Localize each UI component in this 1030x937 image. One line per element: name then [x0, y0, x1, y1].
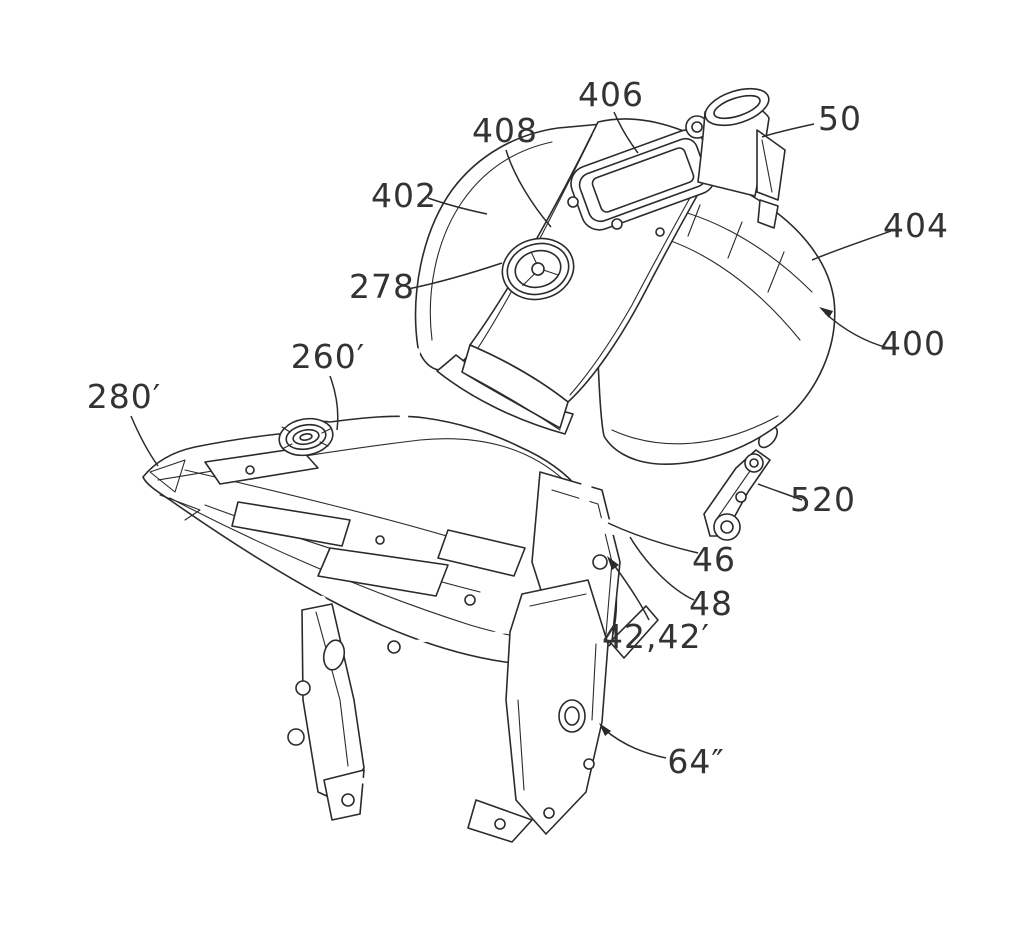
display-screw [567, 196, 579, 208]
steering-head-tube [697, 87, 786, 229]
console-display [570, 129, 716, 231]
plate-arm [609, 605, 659, 659]
label-400: 400 [880, 324, 946, 363]
leader-48 [629, 536, 695, 601]
diagonal-tube [580, 438, 698, 509]
sensor-boss-inner [691, 121, 703, 133]
strut-bump [295, 680, 311, 696]
plate-bolt [583, 758, 595, 770]
bracket-roller-hub [720, 520, 734, 534]
label-402: 402 [371, 176, 437, 215]
tank-left-contour [429, 141, 553, 341]
tank-seam-tick [687, 204, 785, 293]
display-screen [591, 147, 695, 213]
bracket-roller-small-hub [749, 458, 759, 468]
strut-foot-hole [341, 793, 355, 807]
tank-bottom-seam [611, 415, 779, 445]
leader-404 [811, 230, 892, 261]
leader-280 [130, 415, 159, 467]
display-screw [611, 218, 623, 230]
leader-408 [505, 149, 552, 228]
seat-bolt [245, 465, 255, 475]
fuel-cap [501, 237, 575, 301]
label-520: 520 [790, 480, 856, 519]
leader-278 [407, 262, 503, 290]
seat-nose-facet [159, 494, 201, 521]
cross-rod [351, 775, 489, 821]
console-lower-edge [461, 371, 561, 431]
upper-link-rod [370, 630, 508, 654]
bracket-bolt [735, 491, 747, 503]
arrowhead-64 [599, 723, 611, 736]
leader-260 [329, 375, 339, 431]
reference-labels: 406 408 402 278 50 404 400 260′ 280′ 520… [87, 75, 949, 781]
seat-slot-panel [231, 501, 351, 547]
label-404: 404 [883, 206, 949, 245]
leader-406 [613, 111, 639, 154]
fuel-tank [398, 87, 836, 465]
strut-knob [287, 728, 305, 746]
label-64: 64″ [667, 742, 724, 781]
leader-46 [607, 522, 699, 554]
seat-nose-facet [149, 459, 186, 493]
tank-hose [398, 347, 421, 421]
rod-foot-hole [494, 818, 506, 830]
label-406: 406 [578, 75, 644, 114]
arrowhead-400 [819, 307, 833, 318]
seat-slot-panel [204, 447, 319, 485]
seat-bolt [464, 594, 476, 606]
reference-leader-lines [130, 111, 892, 759]
arrowhead-42 [607, 556, 619, 570]
roller-bracket [703, 449, 771, 541]
leader-400 [824, 312, 889, 349]
head-tube-tab [757, 199, 779, 229]
seat-slot-panel [437, 529, 526, 577]
leader-520 [757, 483, 803, 501]
leader-50 [761, 123, 815, 138]
label-260: 260′ [291, 337, 365, 376]
plate-hole-inner [564, 706, 580, 726]
left-cradle-strut [287, 603, 365, 821]
label-46: 46 [692, 540, 736, 579]
plate-bolt [543, 807, 555, 819]
display-screw [655, 227, 665, 237]
lower-cross-tube [574, 514, 679, 538]
label-50: 50 [818, 99, 862, 138]
plate-bolt [592, 554, 608, 570]
label-408: 408 [472, 111, 538, 150]
label-48: 48 [689, 584, 733, 623]
leader-402 [427, 197, 488, 215]
strut-hole [322, 639, 346, 671]
label-278: 278 [349, 267, 415, 306]
cap-rib [281, 426, 331, 449]
console-lower-bezel [461, 344, 569, 429]
bracket-edge [715, 467, 753, 521]
seat-vent-panel [317, 547, 449, 597]
cap-lever-fill [260, 399, 287, 427]
label-42: 42,42′ [602, 617, 710, 656]
right-cradle-plate [505, 579, 609, 835]
seat-base-assembly [142, 399, 618, 665]
cradle [287, 579, 609, 843]
leader-64 [603, 728, 667, 759]
label-280: 280′ [87, 377, 161, 416]
seat-bolt [375, 535, 385, 545]
ribbed-cap [278, 417, 334, 457]
